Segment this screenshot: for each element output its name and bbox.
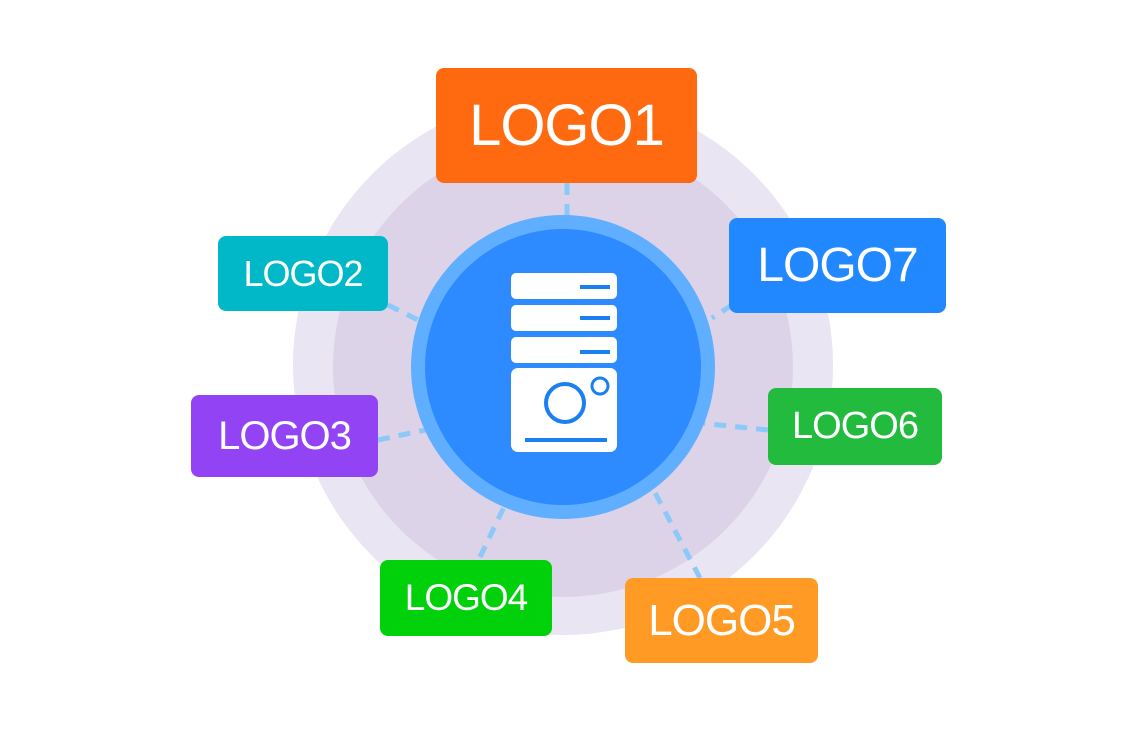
- hub-inner: [425, 229, 701, 505]
- logo-box-4[interactable]: LOGO4: [380, 560, 552, 636]
- logo-box-3[interactable]: LOGO3: [191, 395, 378, 477]
- connector-logo4: [477, 503, 508, 559]
- logo-box-5[interactable]: LOGO5: [625, 578, 818, 663]
- logo-label-4: LOGO4: [404, 577, 528, 618]
- logo-label-3: LOGO3: [218, 413, 352, 458]
- connector-logo7: [710, 302, 734, 321]
- logo-label-5: LOGO5: [648, 595, 796, 645]
- connector-logo2: [386, 302, 424, 325]
- logo-label-1: LOGO1: [469, 93, 665, 158]
- logo-box-1[interactable]: LOGO1: [436, 68, 697, 183]
- connector-logo3: [377, 427, 426, 443]
- logo-label-2: LOGO2: [243, 252, 363, 294]
- connector-logo5: [649, 485, 703, 580]
- server-icon: [511, 273, 617, 452]
- logo-label-6: LOGO6: [792, 405, 919, 447]
- connector-lines: [377, 183, 769, 580]
- logo-box-7[interactable]: LOGO7: [729, 218, 946, 313]
- connector-logo6: [699, 420, 769, 433]
- logo-box-2[interactable]: LOGO2: [218, 236, 388, 311]
- logo-label-7: LOGO7: [757, 239, 918, 292]
- logo-box-6[interactable]: LOGO6: [768, 388, 942, 465]
